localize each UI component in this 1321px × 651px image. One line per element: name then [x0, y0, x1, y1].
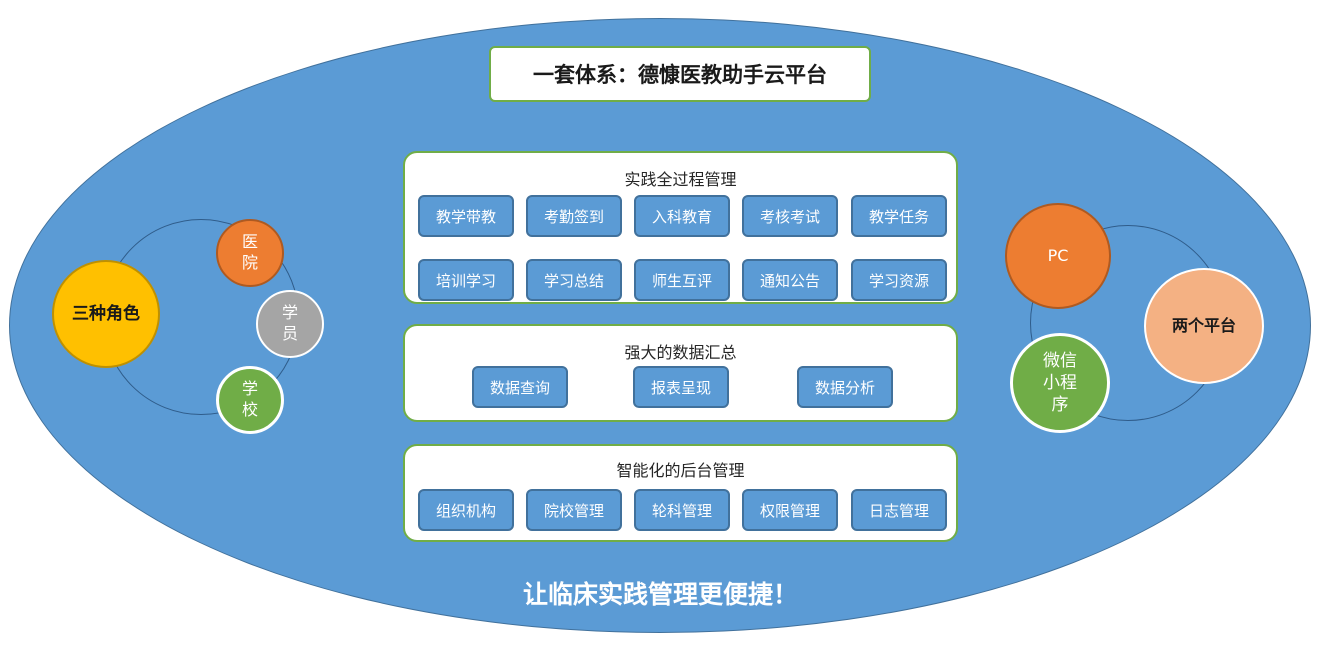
feature-chip: 师生互评 — [634, 259, 730, 301]
feature-chip: 轮科管理 — [634, 489, 730, 531]
panel-title: 强大的数据汇总 — [624, 343, 737, 362]
panel-title: 智能化的后台管理 — [616, 461, 745, 480]
platform-pc-bubble: PC — [1005, 203, 1111, 309]
feature-chip: 权限管理 — [742, 489, 838, 531]
feature-chip: 培训学习 — [418, 259, 514, 301]
feature-chip: 考勤签到 — [526, 195, 622, 237]
feature-chip: 数据分析 — [797, 366, 893, 408]
feature-chip: 组织机构 — [418, 489, 514, 531]
panel-data-summary: 强大的数据汇总 数据查询 报表呈现 数据分析 — [403, 324, 958, 422]
panel-backend-management: 智能化的后台管理 组织机构 院校管理 轮科管理 权限管理 日志管理 — [403, 444, 958, 542]
panel-title: 实践全过程管理 — [624, 170, 737, 189]
platform-mini-program-bubble: 微信 小程 序 — [1010, 333, 1110, 433]
slogan: 让临床实践管理更便捷！ — [522, 580, 798, 609]
feature-chip: 数据查询 — [472, 366, 568, 408]
system-title: 一套体系：德慷医教助手云平台 — [489, 46, 871, 102]
feature-chip: 院校管理 — [526, 489, 622, 531]
feature-chip: 报表呈现 — [633, 366, 729, 408]
roles-center-bubble: 三种角色 — [52, 260, 160, 368]
role-student-bubble: 学 员 — [256, 290, 324, 358]
panel-practice-management: 实践全过程管理 教学带教 考勤签到 入科教育 考核考试 教学任务 培训学习 学习… — [403, 151, 958, 304]
platforms-center-bubble: 两个平台 — [1144, 268, 1264, 384]
feature-chip: 日志管理 — [851, 489, 947, 531]
role-school-bubble: 学 校 — [216, 366, 284, 434]
feature-chip: 入科教育 — [634, 195, 730, 237]
feature-chip: 教学任务 — [851, 195, 947, 237]
feature-chip: 学习资源 — [851, 259, 947, 301]
feature-chip: 考核考试 — [742, 195, 838, 237]
role-hospital-bubble: 医 院 — [216, 219, 284, 287]
feature-chip: 学习总结 — [526, 259, 622, 301]
feature-chip: 通知公告 — [742, 259, 838, 301]
feature-chip: 教学带教 — [418, 195, 514, 237]
